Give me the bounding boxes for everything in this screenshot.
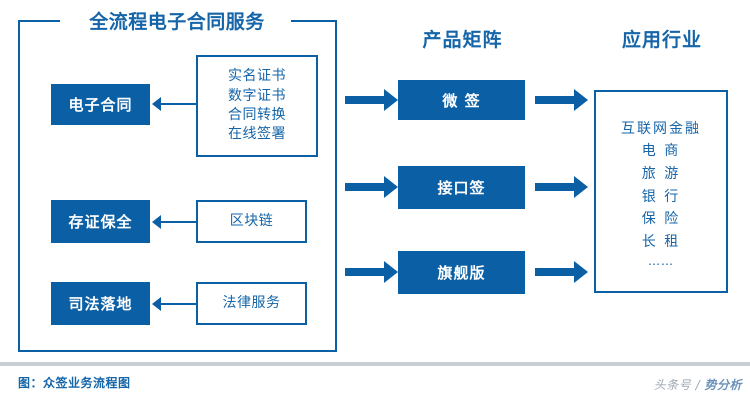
detail-line: 区块链 (229, 212, 274, 229)
industry-item: 互联网金融 (621, 120, 701, 137)
arrow-shaft (535, 183, 574, 191)
arrow-shaft (345, 183, 384, 191)
industry-item: 旅 游 (641, 166, 681, 183)
footer-divider (0, 362, 750, 366)
arrow-shaft (535, 96, 574, 104)
arrowhead-right-icon (384, 89, 398, 111)
arrowhead-left-icon (152, 97, 161, 111)
service-box-judicial-enforcement[interactable]: 司法落地 (51, 282, 150, 325)
group-title-mask (60, 10, 291, 32)
arrowhead-right-icon (384, 261, 398, 283)
detail-line: 合同转换 (228, 107, 286, 123)
service-box-evidence-preservation[interactable]: 存证保全 (51, 200, 150, 243)
arrowhead-right-icon (384, 176, 398, 198)
heading-product-matrix: 产品矩阵 (422, 29, 503, 51)
group-title: 全流程电子合同服务 (89, 11, 265, 33)
watermark: 头条号 / 势分析 (654, 376, 742, 393)
detail-line: 实名证书 (228, 68, 286, 85)
connector-arrow-to-judicial-enforcement (152, 297, 196, 311)
detail-box-certificates[interactable]: 实名证书 数字证书 合同转换 在线签署 (196, 55, 318, 157)
figure-caption: 图：众签业务流程图 (18, 376, 131, 390)
flow-arrow-to-product-3 (345, 261, 398, 283)
industry-list-box[interactable]: 互联网金融 电 商 旅 游 银 行 保 险 长 租 …… (594, 90, 728, 293)
arrowhead-left-icon (152, 297, 161, 311)
service-box-electronic-contract[interactable]: 电子合同 (51, 84, 150, 125)
detail-line: 数字证书 (228, 87, 286, 104)
flow-arrow-from-product-2 (535, 176, 588, 198)
watermark-account-name: 势分析 (704, 378, 742, 392)
industry-item-ellipsis: …… (648, 253, 674, 268)
connector-shaft (159, 303, 196, 305)
connector-shaft (159, 221, 196, 223)
product-box-weiqian[interactable]: 微 签 (398, 80, 525, 120)
detail-box-legal-service[interactable]: 法律服务 (196, 282, 307, 325)
connector-arrow-to-electronic-contract (152, 97, 196, 111)
arrow-shaft (535, 268, 574, 276)
arrowhead-right-icon (574, 261, 588, 283)
flow-arrow-to-product-1 (345, 89, 398, 111)
industry-item: 电 商 (641, 143, 681, 160)
detail-line: 在线签署 (228, 126, 286, 143)
arrowhead-right-icon (574, 176, 588, 198)
industry-item: 长 租 (641, 234, 681, 251)
arrow-shaft (345, 96, 384, 104)
watermark-prefix: 头条号 / (653, 378, 705, 392)
connector-arrow-to-evidence-preservation (152, 215, 196, 229)
arrowhead-left-icon (152, 215, 161, 229)
heading-application-industries: 应用行业 (621, 29, 702, 51)
industry-item: 银 行 (641, 188, 681, 205)
flow-arrow-to-product-2 (345, 176, 398, 198)
flow-arrow-from-product-1 (535, 89, 588, 111)
detail-box-blockchain[interactable]: 区块链 (196, 200, 307, 243)
arrow-shaft (345, 268, 384, 276)
flow-arrow-from-product-3 (535, 261, 588, 283)
connector-shaft (159, 103, 196, 105)
product-box-jiekouqian[interactable]: 接口签 (398, 166, 525, 209)
detail-line: 法律服务 (222, 294, 281, 311)
industry-item: 保 险 (641, 211, 681, 228)
product-box-qijianban[interactable]: 旗舰版 (398, 251, 525, 294)
arrowhead-right-icon (574, 89, 588, 111)
